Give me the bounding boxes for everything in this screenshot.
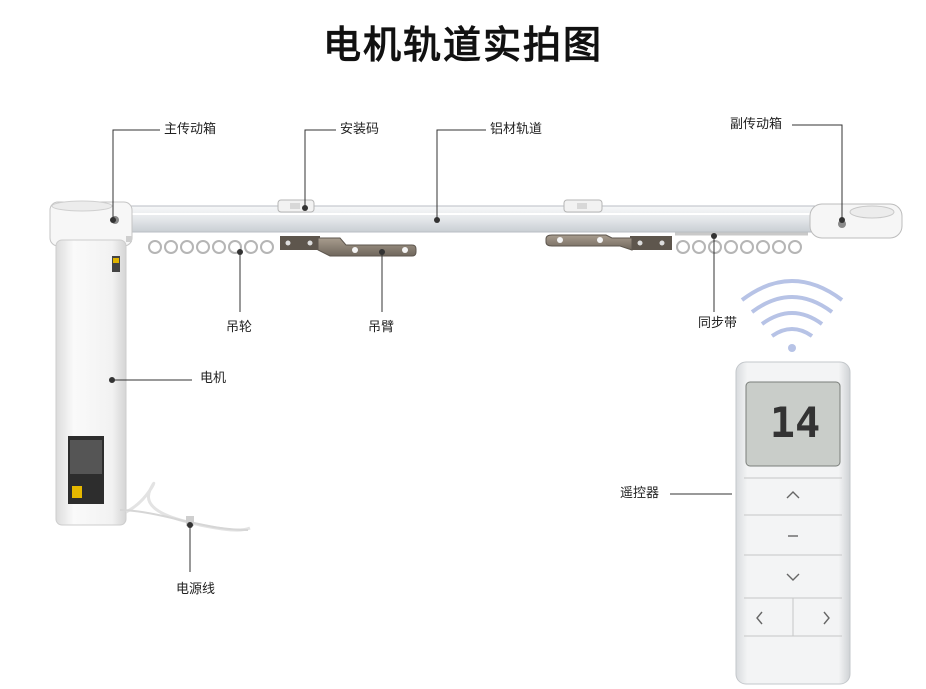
motor-unit — [49, 200, 133, 526]
remote-button-up[interactable] — [744, 480, 842, 514]
runner-rings-left — [148, 240, 274, 254]
aluminum-track — [119, 205, 821, 233]
wifi-signal-icon — [740, 279, 844, 352]
remote-display — [745, 381, 841, 467]
remote-control — [735, 361, 851, 685]
hanging-arm-left — [280, 236, 417, 257]
remote-button-left[interactable] — [744, 600, 792, 635]
hanging-arm-right — [545, 234, 672, 251]
label-arm: 吊臂 — [368, 320, 395, 335]
chevron-down-icon — [786, 573, 800, 581]
remote-button-right[interactable] — [794, 600, 842, 635]
runner-rings-right — [676, 240, 802, 254]
mount-clip-left — [277, 199, 315, 213]
label-remote: 遥控器 — [620, 486, 660, 501]
label-aux-gearbox: 副传动箱 — [730, 117, 783, 132]
page-title: 电机轨道实拍图 — [322, 23, 603, 67]
label-motor: 电机 — [200, 371, 227, 386]
label-main-gearbox: 主传动箱 — [164, 122, 217, 137]
chevron-left-icon — [756, 611, 763, 625]
label-runner: 吊轮 — [226, 320, 253, 335]
leader-lines — [112, 124, 843, 572]
label-aluminum-track: 铝材轨道 — [490, 122, 543, 137]
label-power-cord: 电源线 — [176, 582, 216, 597]
remote-button-down[interactable] — [744, 557, 842, 597]
aux-gearbox — [809, 203, 903, 239]
chevron-right-icon — [823, 611, 830, 625]
remote-button-stop[interactable] — [744, 517, 842, 553]
label-belt: 同步带 — [698, 316, 738, 331]
label-mount-clip: 安装码 — [340, 122, 380, 137]
mount-clip-right — [563, 199, 603, 213]
chevron-up-icon — [786, 491, 800, 499]
remote-display-value: 14 — [769, 398, 821, 447]
